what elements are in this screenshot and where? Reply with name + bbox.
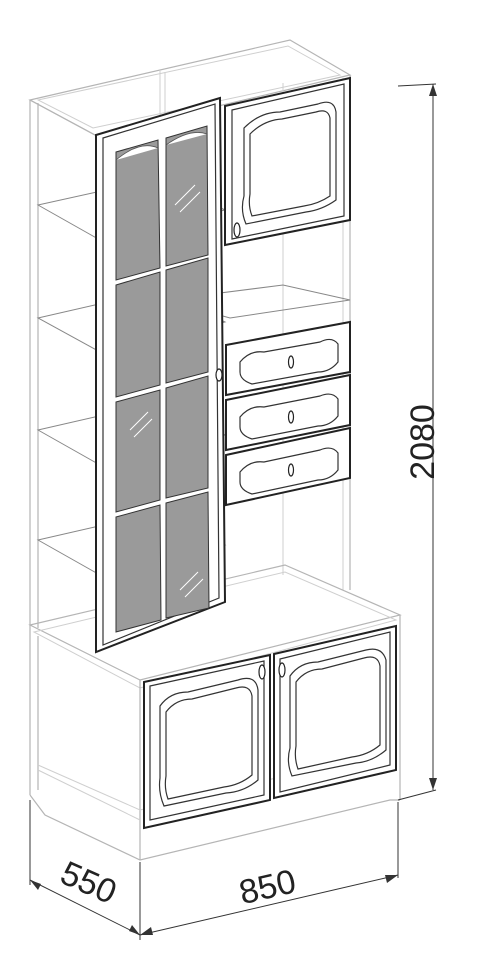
- depth-label: 550: [55, 854, 122, 912]
- drawer-bottom: [225, 426, 351, 507]
- height-dimension: 2080: [397, 83, 442, 801]
- drawer-middle: [225, 373, 351, 452]
- tall-glass-door: [95, 96, 227, 654]
- width-label: 850: [236, 862, 300, 912]
- depth-dimension: 550: [29, 800, 141, 936]
- lower-right-door: [273, 624, 397, 800]
- drawer-stack: [225, 320, 351, 507]
- upper-right-door: [224, 76, 351, 247]
- lower-left-door: [143, 653, 271, 830]
- width-dimension: 850: [139, 802, 399, 940]
- drawer-top: [225, 320, 351, 397]
- height-label: 2080: [404, 404, 442, 480]
